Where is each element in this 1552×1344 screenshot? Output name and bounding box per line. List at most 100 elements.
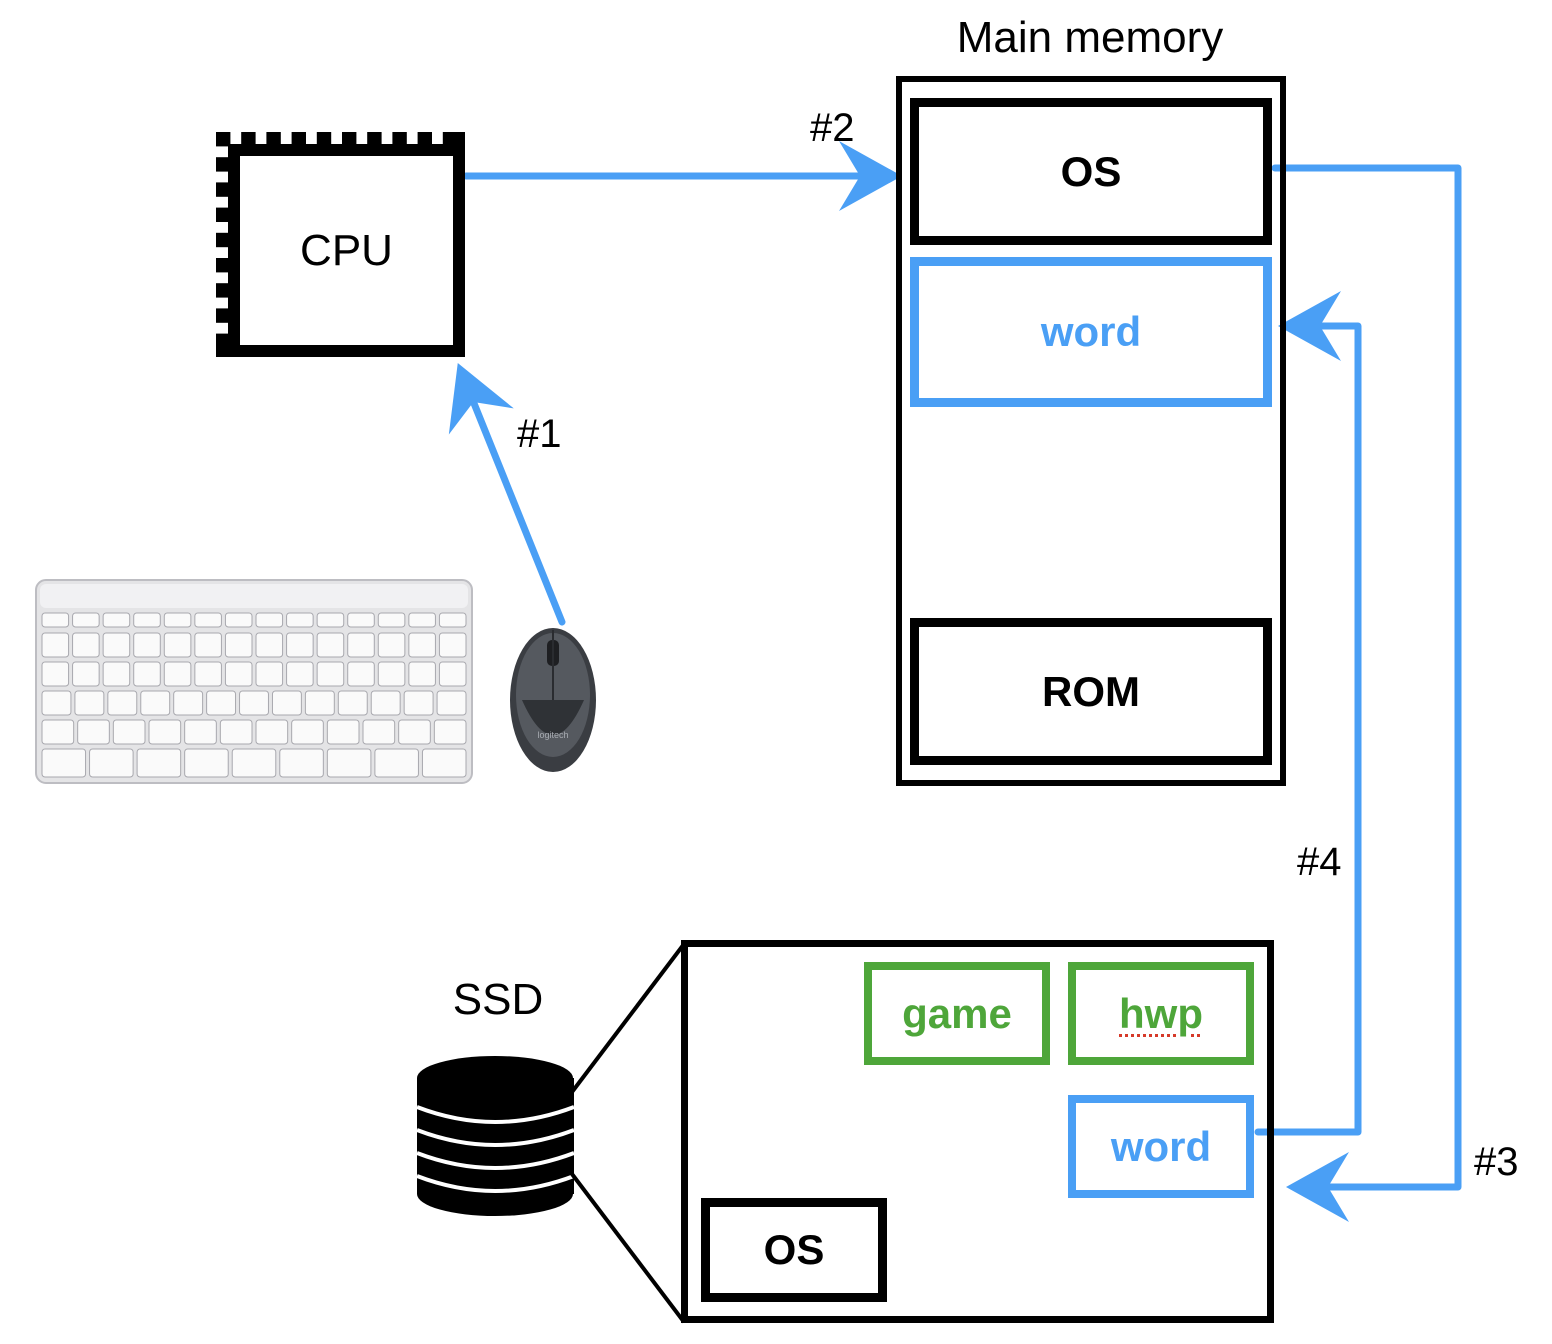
ssd-word-file: word xyxy=(1068,1095,1254,1198)
keyboard-key xyxy=(286,612,314,628)
keyboard-key xyxy=(433,719,467,745)
keyboard-key xyxy=(173,690,204,716)
keyboard-key xyxy=(286,632,314,658)
memory-word-slot: word xyxy=(910,257,1272,407)
keyboard-key xyxy=(224,632,253,658)
keyboard-key xyxy=(239,690,269,716)
keyboard-key xyxy=(255,632,284,658)
keyboard-key xyxy=(326,748,372,778)
keyboard-key xyxy=(377,661,406,687)
keyboard-key xyxy=(316,632,345,658)
keyboard-key xyxy=(41,719,75,745)
keyboard-key xyxy=(77,719,110,745)
keyboard-key xyxy=(107,690,138,716)
keyboard-key xyxy=(133,661,161,687)
keyboard-key xyxy=(362,719,396,745)
keyboard-key xyxy=(438,632,467,658)
keyboard-key xyxy=(408,632,436,658)
keyboard-key xyxy=(163,612,192,628)
keyboard-key xyxy=(347,661,375,687)
ssd-game-file: game xyxy=(864,962,1050,1065)
keyboard-key xyxy=(184,719,217,745)
step-2-label: #2 xyxy=(810,106,855,150)
keyboard-key xyxy=(219,719,253,745)
keyboard-key xyxy=(148,719,182,745)
ssd-hwp-label: hwp xyxy=(1119,989,1203,1037)
memory-rom-slot: ROM xyxy=(910,618,1272,765)
cpu-pin xyxy=(417,132,432,144)
keyboard-key xyxy=(89,748,134,778)
cpu-pin xyxy=(216,283,228,298)
cpu-pin xyxy=(216,308,228,323)
keyboard-key xyxy=(337,690,368,716)
cpu-pin xyxy=(216,157,228,172)
keyboard-key xyxy=(255,661,284,687)
ssd-hwp-file: hwp xyxy=(1068,962,1254,1065)
keyboard-key xyxy=(41,748,87,778)
keyboard-key xyxy=(291,719,324,745)
keyboard-key xyxy=(102,661,131,687)
cpu-label: CPU xyxy=(300,225,393,275)
cpu-pin xyxy=(216,132,228,147)
zoom-line-top xyxy=(570,942,686,1094)
keyboard-key xyxy=(72,612,100,628)
keyboard-key xyxy=(41,632,70,658)
keyboard-key xyxy=(255,612,284,628)
memory-os-slot: OS xyxy=(910,98,1272,245)
keyboard-key xyxy=(102,612,131,628)
keyboard-key xyxy=(41,661,70,687)
cpu-pin xyxy=(216,207,228,222)
keyboard-key xyxy=(377,632,406,658)
keyboard-key xyxy=(224,661,253,687)
cpu-pin xyxy=(291,132,306,144)
keyboard-key xyxy=(163,632,192,658)
keyboard-key xyxy=(133,612,161,628)
keyboard-key xyxy=(377,612,406,628)
keyboard-key xyxy=(398,719,431,745)
cpu-pin xyxy=(453,132,465,147)
keyboard-key xyxy=(438,661,467,687)
step-4-label: #4 xyxy=(1297,840,1342,884)
keyboard-key xyxy=(304,690,335,716)
keyboard-key xyxy=(41,690,72,716)
ssd-title: SSD xyxy=(452,975,544,1024)
keyboard-key xyxy=(74,690,105,716)
keyboard-key xyxy=(271,690,302,716)
step-1-label: #1 xyxy=(517,412,562,456)
cpu-pin xyxy=(241,132,256,144)
mouse-image: logitech xyxy=(510,628,596,772)
keyboard-key xyxy=(136,748,182,778)
keyboard-key xyxy=(140,690,171,716)
cpu-pin xyxy=(266,132,281,144)
keyboard-key xyxy=(421,748,467,778)
cpu-pin xyxy=(342,132,357,144)
keyboard-key xyxy=(112,719,146,745)
keyboard-key xyxy=(102,632,131,658)
keyboard-key xyxy=(408,612,436,628)
keyboard-key xyxy=(326,719,360,745)
zoom-line-bottom xyxy=(570,1172,686,1324)
keyboard-key xyxy=(184,748,229,778)
cpu-box xyxy=(228,144,465,357)
keyboard-key xyxy=(316,612,345,628)
keyboard-key xyxy=(347,632,375,658)
keyboard-key xyxy=(163,661,192,687)
cpu-pin xyxy=(316,132,332,144)
arrow-4-ssd-word-to-memory xyxy=(1254,291,1362,1136)
main-memory-box xyxy=(896,76,1286,786)
ssd-disk-icon xyxy=(416,1056,575,1216)
keyboard-key xyxy=(194,612,222,628)
main-memory-title: Main memory xyxy=(956,13,1224,62)
keyboard-key xyxy=(224,612,253,628)
keyboard-key xyxy=(408,661,436,687)
cpu-pin xyxy=(216,182,228,197)
cpu-pin xyxy=(216,232,228,248)
cpu-pin xyxy=(367,132,382,144)
mouse-brand-text: logitech xyxy=(537,730,568,740)
keyboard-key xyxy=(231,748,277,778)
keyboard-key xyxy=(370,690,401,716)
keyboard-key xyxy=(255,719,289,745)
arrow-3-os-to-ssd xyxy=(1271,164,1462,1222)
keyboard-key xyxy=(72,632,100,658)
